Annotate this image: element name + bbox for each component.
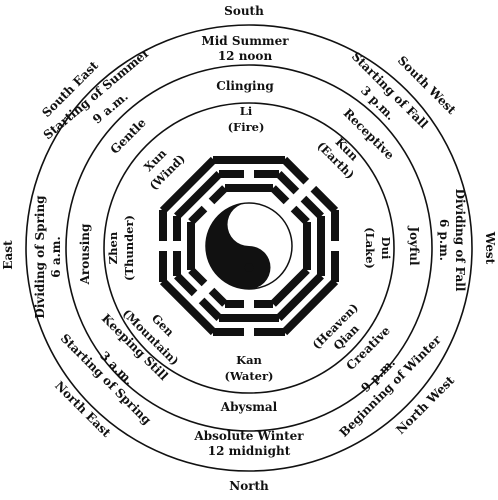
trigram-bars: [159, 156, 339, 336]
trigram-li-element: (Fire): [228, 120, 265, 134]
quality-gentle: Gentle: [108, 115, 150, 157]
trigram-kan-element: (Water): [225, 369, 274, 383]
trigram-line-broken: [281, 156, 310, 185]
trigram-line-broken: [208, 185, 228, 205]
trigram-line-solid: [159, 278, 217, 336]
direction-north: North: [229, 479, 269, 493]
yin-yang-light-dot: [244, 220, 254, 229]
direction-south: South: [224, 4, 264, 18]
trigram-line-broken: [254, 328, 285, 336]
trigram-line-broken: [188, 267, 208, 287]
season-mid-summer-time: 12 noon: [218, 49, 273, 63]
yin-yang-symbol: [205, 202, 293, 290]
quality-clinging: Clinging: [216, 79, 274, 93]
season-mid-summer: Mid Summer: [201, 34, 289, 48]
trigram-line-broken: [219, 170, 244, 178]
trigram-line-solid: [187, 222, 195, 270]
trigram-line-solid: [213, 156, 285, 164]
trigram-line-broken: [174, 272, 198, 297]
trigram-line-solid: [159, 156, 217, 214]
trigram-line-broken: [159, 251, 167, 282]
trigram-nw-bars: [270, 267, 339, 336]
trigram-line-broken: [254, 300, 273, 308]
season-dividing-of-spring-time: 6 a.m.: [49, 236, 63, 277]
inner-ring: [103, 102, 395, 394]
trigram-line-broken: [254, 170, 279, 178]
trigram-kan: Kan: [236, 353, 262, 367]
trigram-line-broken: [331, 251, 339, 282]
yin-yang-dark-dot: [244, 263, 254, 272]
trigram-line-solid: [303, 222, 311, 270]
trigram-line-broken: [331, 210, 339, 241]
trigram-e-bars: [159, 210, 195, 282]
direction-west: West: [483, 231, 497, 265]
trigram-line-solid: [225, 184, 273, 192]
trigram-zhen-element: (Thunder): [122, 215, 136, 281]
trigram-line-solid: [281, 278, 339, 336]
trigram-line-broken: [310, 185, 339, 214]
season-dividing-of-fall-time: 6 p.m.: [437, 219, 451, 261]
trigram-li: Li: [240, 104, 253, 118]
trigram-se-bars: [159, 156, 228, 225]
trigram-line-broken: [188, 205, 208, 225]
season-dividing-of-fall: Dividing of Fall: [453, 189, 467, 292]
trigram-zhen: Zhen: [106, 231, 120, 264]
quality-abysmal: Abysmal: [220, 400, 278, 414]
trigram-dui: Dui: [379, 237, 393, 260]
trigram-line-broken: [159, 210, 167, 241]
trigram-w-bars: [303, 210, 339, 282]
quality-joyful: Joyful: [407, 225, 421, 266]
trigram-line-solid: [275, 272, 324, 321]
trigram-line-broken: [208, 287, 228, 307]
trigram-dui-element: (Lake): [363, 227, 377, 269]
trigram-s-bars: [213, 156, 285, 192]
middle-ring: [65, 64, 433, 432]
trigram-line-solid: [219, 314, 279, 322]
trigram-line-solid: [317, 216, 325, 276]
trigram-line-solid: [174, 171, 223, 220]
season-absolute-winter-time: 12 midnight: [208, 444, 291, 458]
season-absolute-winter: Absolute Winter: [193, 429, 304, 443]
outer-ring: [25, 24, 473, 472]
trigram-line-broken: [275, 171, 300, 195]
trigram-line-broken: [290, 205, 310, 225]
trigram-sw-bars: [270, 156, 339, 225]
trigram-ne-bars: [159, 267, 228, 336]
season-dividing-of-spring: Dividing of Spring: [33, 195, 47, 319]
trigram-line-broken: [300, 195, 324, 220]
trigram-line-broken: [213, 328, 244, 336]
trigram-n-bars: [213, 300, 285, 336]
trigram-line-solid: [270, 267, 310, 307]
trigram-line-broken: [173, 251, 181, 276]
trigram-line-broken: [198, 297, 223, 321]
trigram-line-broken: [225, 300, 244, 308]
quality-arousing: Arousing: [78, 223, 92, 285]
trigram-line-broken: [270, 185, 290, 205]
direction-east: East: [1, 240, 15, 270]
trigram-line-broken: [173, 216, 181, 241]
